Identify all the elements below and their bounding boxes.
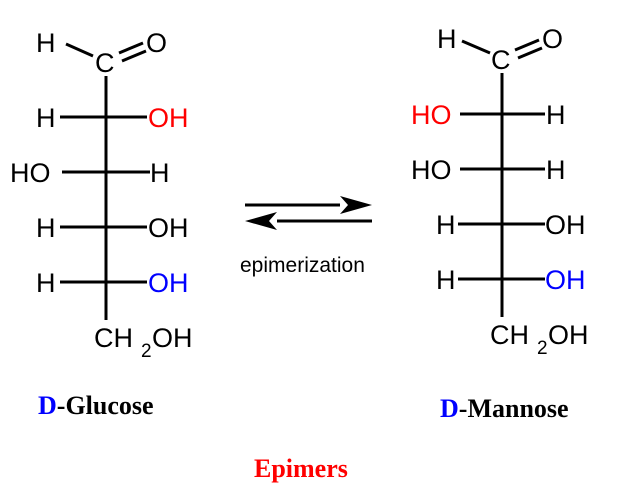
reverse-arrow-head [245, 212, 277, 230]
forward-arrow-head [340, 196, 372, 214]
glucose-co-bond-2 [121, 49, 147, 63]
mannose-c2-right: H [546, 100, 566, 130]
mannose-ch-bond [461, 39, 491, 55]
glucose-c3-left: HO [10, 158, 51, 188]
glucose-carbonyl-c: C [95, 48, 115, 78]
glucose-c2-right-oh: OH [148, 103, 189, 133]
glucose-c5-left: H [36, 268, 56, 298]
glucose-caption: D-Glucose [38, 391, 154, 420]
mannose-c5-right-oh: OH [545, 265, 586, 295]
glucose-c2-left: H [36, 103, 56, 133]
mannose-co-bond-2 [517, 46, 543, 60]
mannose-terminal-sub: 2 [537, 338, 548, 359]
mannose-carbonyl-c: C [491, 45, 511, 75]
glucose-c3-right: H [150, 158, 170, 188]
glucose-co-bond-1 [118, 41, 144, 55]
glucose-terminal-ch: CH [94, 323, 133, 353]
reaction-label: epimerization [240, 254, 365, 277]
glucose-caption-suffix: -Glucose [57, 391, 154, 420]
glucose-caption-prefix: D [38, 391, 57, 420]
equilibrium-arrows: epimerization [240, 196, 372, 277]
mannose-aldehyde-h: H [437, 24, 457, 54]
mannose-c3-left: HO [411, 155, 452, 185]
glucose-terminal-sub: 2 [141, 341, 152, 362]
mannose-c2-left-ho: HO [411, 100, 452, 130]
mannose-caption-prefix: D [440, 394, 459, 423]
mannose-terminal-ch: CH [490, 320, 529, 350]
mannose-terminal-oh: OH [548, 320, 589, 350]
mannose-c4-right: OH [545, 210, 586, 240]
mannose-c3-right: H [546, 155, 566, 185]
diagram-title: Epimers [254, 454, 348, 483]
mannose-co-bond-1 [514, 38, 540, 52]
glucose-c5-right-oh: OH [148, 268, 189, 298]
mannose-structure: H C O HO H HO H H OH H OH CH 2 OH [411, 24, 589, 359]
glucose-aldehyde-h: H [36, 28, 56, 58]
glucose-terminal-oh: OH [152, 323, 193, 353]
mannose-c4-left: H [436, 210, 456, 240]
glucose-ch-bond [65, 42, 94, 58]
glucose-structure: H C O H OH HO H H OH H OH CH 2 OH [10, 28, 193, 362]
glucose-c4-right: OH [148, 213, 189, 243]
glucose-c4-left: H [36, 213, 56, 243]
mannose-carbonyl-o: O [542, 24, 563, 54]
mannose-c5-left: H [436, 265, 456, 295]
mannose-caption: D-Mannose [440, 394, 569, 423]
glucose-carbonyl-o: O [146, 28, 167, 58]
mannose-caption-suffix: -Mannose [459, 394, 569, 423]
